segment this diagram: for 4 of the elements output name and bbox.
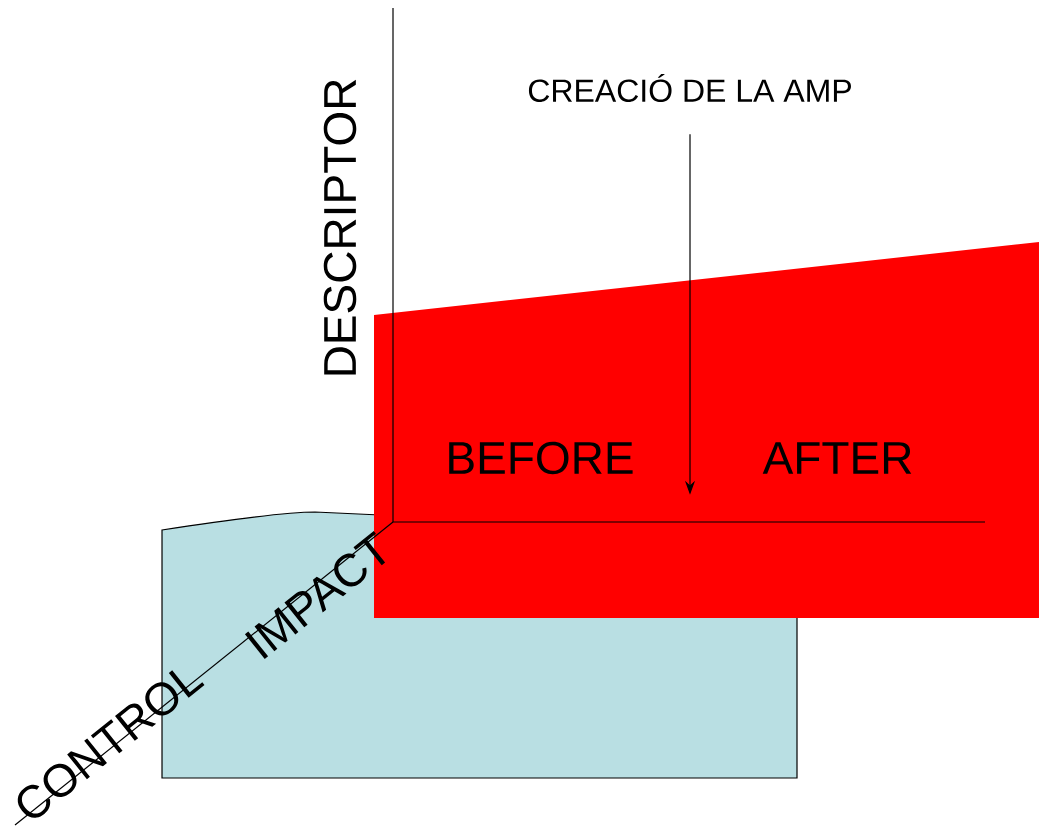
stage-label: BEFORE [449, 441, 633, 475]
axis-title: DESCRIPTOR [323, 79, 357, 375]
heading-text: CREACIÓ DE LA AMP [528, 74, 851, 103]
stage-label: AFTER [762, 442, 912, 474]
